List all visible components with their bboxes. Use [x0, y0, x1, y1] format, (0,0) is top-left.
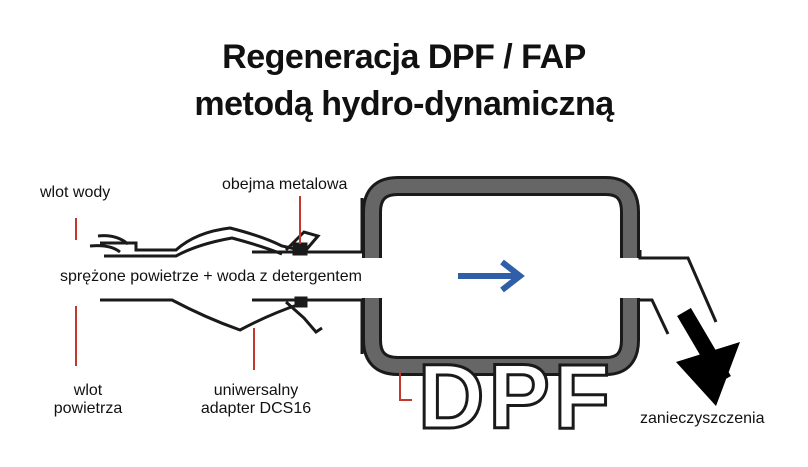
leader-dpf	[399, 372, 412, 401]
flow-arrow	[458, 259, 525, 293]
label-adapter-line2: adapter DCS16	[200, 400, 312, 417]
label-adapter-line1: uniwersalny	[213, 382, 299, 399]
adapter-dcs16	[89, 226, 301, 332]
label-flow: sprężone powietrze + woda z detergentem	[60, 268, 362, 285]
label-contaminants: zanieczyszczenia	[640, 410, 765, 427]
contaminants-arrow	[676, 307, 740, 406]
label-air-inlet-line2: powietrza	[53, 400, 123, 417]
label-adapter: uniwersalny adapter DCS16	[180, 382, 332, 418]
dpf-housing	[362, 176, 640, 376]
diagram-title-line1: Regeneracja DPF / FAP	[222, 38, 586, 76]
inlet-pipe	[252, 198, 364, 354]
label-water-inlet: wlot wody	[40, 184, 111, 201]
metal-clamp	[284, 230, 323, 334]
label-air-inlet-line1: wlot	[73, 382, 103, 399]
outlet-pipe	[638, 250, 718, 335]
label-air-inlet: wlot powietrza	[48, 382, 128, 418]
diagram-title-line2: metodą hydro-dynamiczną	[194, 85, 614, 123]
dpf-lettering: DPF	[418, 346, 614, 448]
leader-lines	[75, 196, 412, 401]
label-metal-clamp: obejma metalowa	[222, 176, 348, 193]
